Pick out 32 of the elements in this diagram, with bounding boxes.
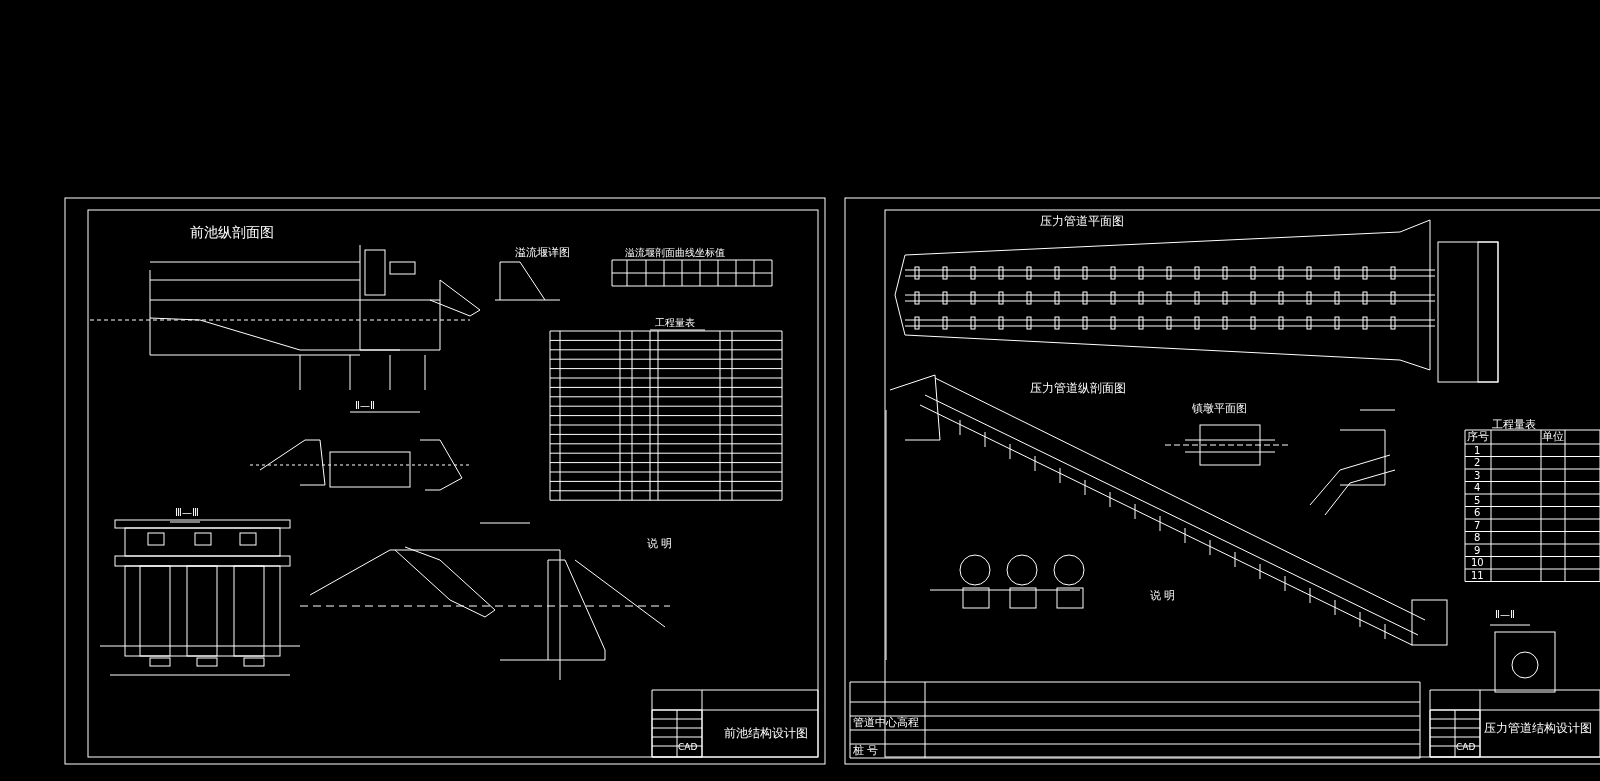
notes-heading: 说 明 — [1150, 590, 1176, 601]
row-number: 2 — [1474, 458, 1481, 468]
title-block-text: CAD — [1456, 743, 1476, 752]
section-mark: Ⅱ—Ⅱ — [1495, 610, 1515, 620]
table-title: 工程量表 — [1492, 419, 1536, 430]
drawing-title: 溢流堰详图 — [515, 247, 570, 258]
title-block-text: 压力管道结构设计图 — [1484, 722, 1592, 734]
row-number: 6 — [1474, 508, 1481, 518]
row-number: 9 — [1474, 546, 1481, 556]
table-title: 溢流堰剖面曲线坐标值 — [625, 248, 725, 258]
row-heading: 桩 号 — [853, 745, 879, 756]
table-header: 序号 — [1467, 431, 1489, 442]
notes-heading: 说 明 — [647, 538, 673, 549]
row-number: 3 — [1474, 471, 1481, 481]
drawing-title: 前池纵剖面图 — [190, 225, 274, 239]
drawing-title: 压力管道纵剖面图 — [1030, 382, 1126, 394]
row-number: 8 — [1474, 533, 1481, 543]
table-title: 工程量表 — [655, 318, 695, 328]
section-mark: Ⅱ—Ⅱ — [355, 401, 375, 411]
row-number: 7 — [1474, 521, 1481, 531]
row-heading: 管道中心高程 — [853, 717, 919, 728]
row-number: 5 — [1474, 496, 1481, 506]
row-number: 11 — [1471, 571, 1484, 581]
table-header: 单位 — [1542, 431, 1564, 442]
row-number: 1 — [1474, 446, 1481, 456]
drawing-title: 压力管道平面图 — [1040, 215, 1124, 227]
section-mark: Ⅲ—Ⅲ — [175, 508, 199, 518]
title-block-text: 前池结构设计图 — [724, 727, 808, 739]
title-block-text: CAD — [678, 743, 698, 752]
drawing-title: 镇墩平面图 — [1192, 403, 1247, 414]
row-number: 10 — [1471, 558, 1484, 568]
row-number: 4 — [1474, 483, 1481, 493]
